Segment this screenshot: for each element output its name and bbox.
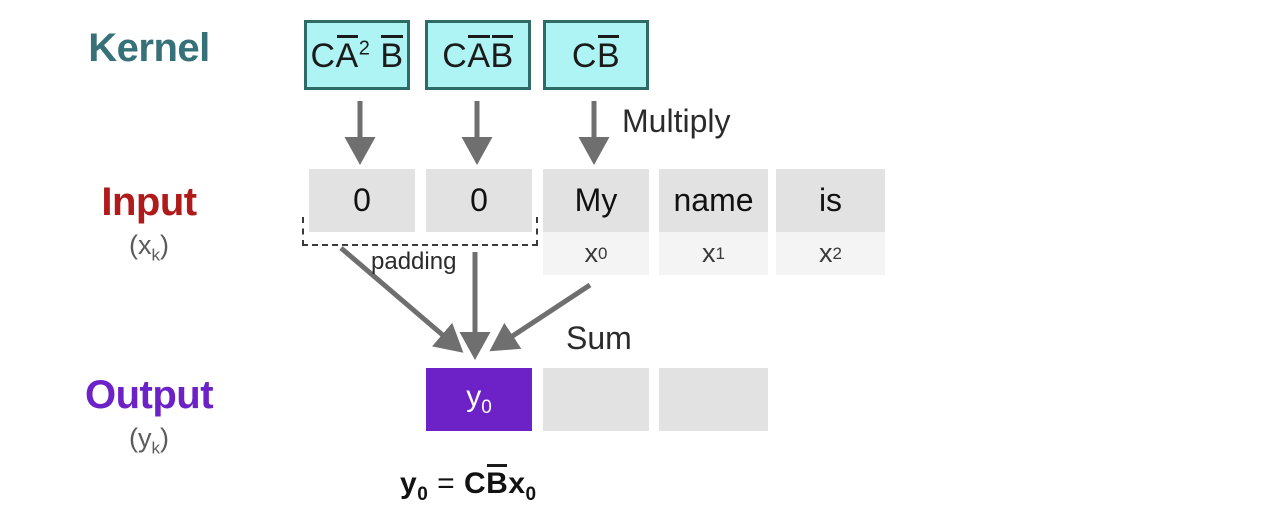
overline-a-1: A	[467, 34, 491, 75]
row-label-output-subscript: (yk)	[129, 423, 169, 458]
overline-a-0: A	[335, 34, 359, 75]
padding-label: padding	[371, 248, 457, 275]
input-padding-0-value: 0	[353, 182, 371, 218]
kernel-box-0-content: CA2 B	[310, 34, 404, 75]
kernel-box-1-content: CAB	[442, 34, 514, 75]
multiply-arrows	[344, 101, 610, 166]
row-label-input-text: Input	[101, 180, 197, 224]
overline-b-1: B	[490, 34, 514, 75]
row-label-input: Input (xk)	[24, 182, 274, 263]
sum-label: Sum	[566, 320, 632, 356]
output-cell-0: y0	[426, 368, 532, 431]
overline-b-0: B	[380, 34, 404, 75]
input-token-2-token: is	[776, 169, 885, 232]
row-label-output-text: Output	[84, 373, 214, 417]
input-padding-1: 0	[426, 169, 532, 232]
multiply-label: Multiply	[622, 103, 731, 139]
row-label-output: Output (yk)	[24, 375, 274, 456]
overline-b-2: B	[596, 34, 621, 75]
input-padding-0: 0	[309, 169, 415, 232]
row-label-kernel-text: Kernel	[88, 26, 210, 70]
overline-b-formula: B	[486, 464, 509, 500]
input-token-1-token: name	[659, 169, 768, 232]
output-cell-2	[659, 368, 768, 431]
row-label-input-subscript: (xk)	[129, 230, 169, 265]
row-label-kernel: Kernel	[24, 28, 274, 68]
kernel-box-1[interactable]: CAB	[425, 20, 531, 90]
output-cell-1	[543, 368, 649, 431]
kernel-box-0[interactable]: CA2 B	[304, 20, 410, 90]
padding-outline	[302, 217, 538, 246]
kernel-box-2[interactable]: CB	[543, 20, 649, 90]
input-padding-1-value: 0	[470, 182, 488, 218]
input-token-0-token: My	[543, 169, 649, 232]
kernel-box-2-content: CB	[571, 34, 621, 75]
output-formula: y0 = CBx0	[400, 464, 537, 505]
output-cell-0-value: y0	[466, 380, 492, 418]
